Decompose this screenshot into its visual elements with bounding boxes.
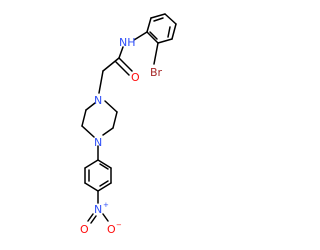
bond	[104, 100, 118, 113]
piperazine-nitrogen-4-label: N	[94, 136, 102, 149]
amide-oxygen-label: O	[131, 71, 140, 84]
bond	[167, 26, 171, 38]
nh-label: NH	[119, 36, 136, 49]
bond	[85, 102, 96, 111]
bond	[115, 61, 130, 76]
nitro-nitrogen-label: N	[94, 203, 102, 216]
bond	[81, 125, 95, 138]
bond	[102, 213, 109, 222]
bond	[153, 42, 159, 65]
bond	[102, 127, 114, 136]
nitro-oxygen-right-label: O	[107, 223, 116, 236]
bond	[171, 23, 177, 40]
bond	[153, 17, 164, 22]
bond	[118, 46, 124, 59]
bond	[84, 182, 99, 192]
nitro-oxygen-left-label: O	[80, 223, 89, 236]
bond	[150, 13, 166, 19]
bond	[146, 31, 159, 44]
atom-labels: NH Br O N N N + O O −	[80, 36, 163, 236]
bond	[133, 31, 148, 41]
bond	[112, 111, 118, 129]
bonds	[81, 13, 177, 224]
bond	[118, 57, 133, 72]
bond	[146, 17, 152, 33]
bond	[87, 213, 94, 222]
bond	[90, 215, 97, 224]
bond	[102, 57, 120, 72]
molecule-structure: NH Br O N N N + O O −	[80, 13, 177, 236]
bond	[164, 13, 177, 25]
piperazine-nitrogen-1-label: N	[94, 94, 102, 107]
nitro-plus-charge: +	[103, 201, 109, 209]
bond	[84, 159, 99, 169]
bond	[157, 38, 173, 44]
bromine-label: Br	[150, 66, 163, 79]
bond	[98, 70, 104, 94]
bond	[81, 109, 87, 127]
bond	[149, 31, 158, 40]
bond	[97, 159, 112, 169]
bond	[99, 180, 109, 187]
bond	[99, 163, 109, 170]
nitro-minus-charge: −	[116, 221, 122, 229]
bond	[97, 182, 112, 192]
